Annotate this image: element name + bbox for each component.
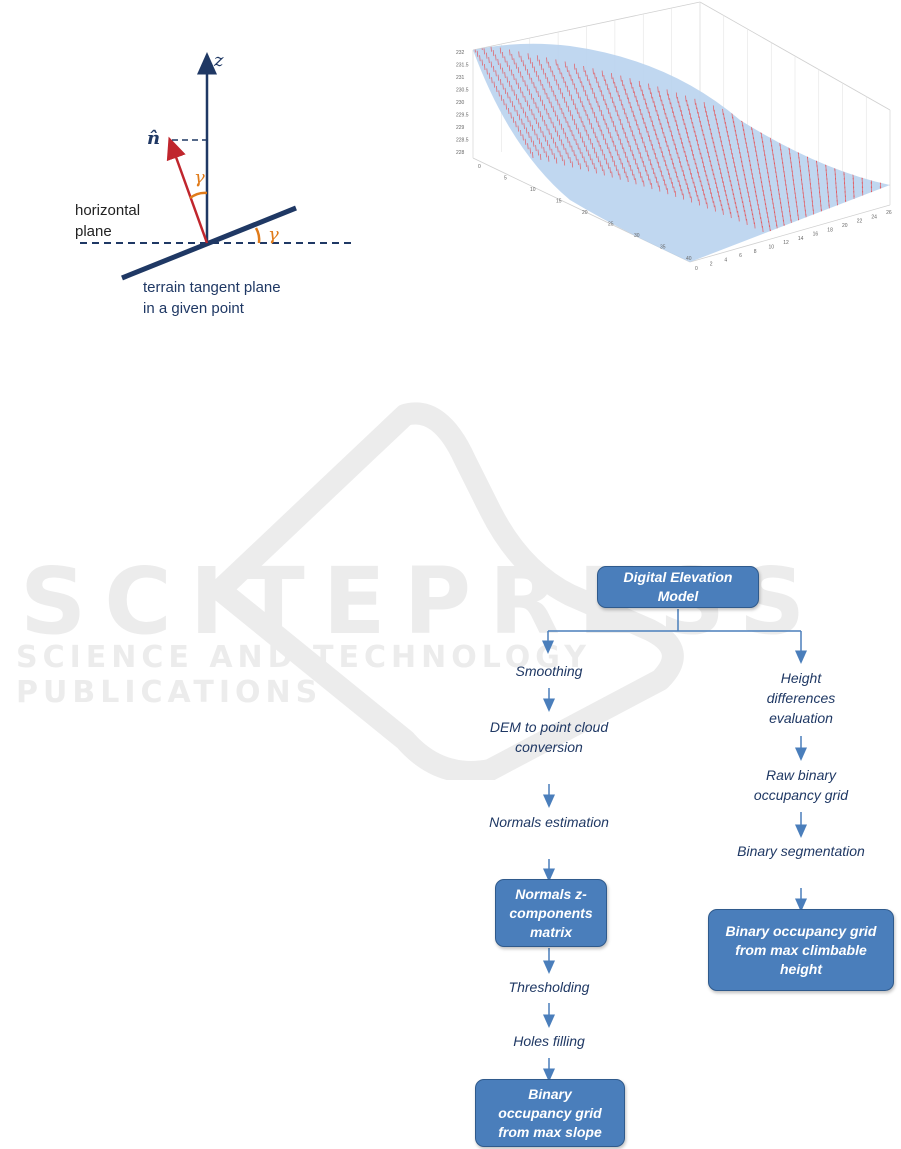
x-tick-label: 4: [724, 257, 727, 263]
x-tick-label: 6: [739, 253, 742, 259]
slope-angle-diagram: [80, 52, 355, 281]
step-normals-estimation: Normals estimation: [489, 814, 609, 830]
z-tick-label: 230.5: [456, 88, 469, 94]
z-tick-label: 229.5: [456, 113, 469, 119]
x-tick-label: 18: [827, 227, 833, 233]
x-tick-label: 22: [857, 219, 863, 225]
z-axis-label: z: [214, 50, 224, 71]
tangent-plane-label-line2: in a given point: [143, 300, 244, 317]
x-tick-label: 10: [769, 245, 775, 251]
y-tick-label: 35: [660, 245, 666, 251]
y-tick-label: 5: [504, 176, 507, 182]
z-tick-label: 230: [456, 100, 465, 106]
z-tick-label: 228: [456, 150, 465, 156]
x-tick-label: 0: [695, 266, 698, 272]
max-slope-grid-box: Binary occupancy grid from max slope: [475, 1079, 625, 1147]
horizontal-plane-label-line2: plane: [75, 223, 112, 240]
z-tick-label: 231: [456, 75, 465, 81]
tangent-plane-label-line1: terrain tangent plane: [143, 279, 281, 296]
step-height-differences: Height differences evaluation: [766, 670, 836, 726]
step-smoothing: Smoothing: [515, 663, 583, 679]
normals-z-matrix-box: Normals z-components matrix: [495, 879, 607, 947]
dem-root-box: Digital Elevation Model: [597, 566, 759, 608]
x-tick-label: 14: [798, 236, 804, 242]
z-tick-label: 228.5: [456, 138, 469, 144]
z-tick-label: 232: [456, 50, 465, 56]
normal-vector: [166, 136, 209, 244]
gamma-arc-top: [189, 191, 208, 200]
tangent-plane-line: [121, 205, 297, 281]
max-climbable-grid-box: Binary occupancy grid from max climbable…: [708, 909, 894, 991]
y-tick-label: 0: [478, 164, 481, 170]
x-tick-label: 8: [754, 249, 757, 255]
y-tick-label: 10: [530, 187, 536, 193]
x-tick-label: 12: [783, 240, 789, 246]
x-tick-label: 16: [813, 232, 819, 238]
z-tick-label: 229: [456, 125, 465, 131]
horizontal-plane-label-line1: horizontal: [75, 202, 141, 219]
gamma-label-top: γ: [194, 167, 205, 188]
step-raw-binary-grid: Raw binary occupancy grid: [753, 767, 849, 803]
step-thresholding: Thresholding: [508, 979, 590, 995]
step-binary-segmentation: Binary segmentation: [737, 843, 865, 859]
x-tick-label: 2: [710, 262, 713, 268]
y-tick-label: 25: [608, 222, 614, 228]
watermark-subtitle: SCIENCE AND TECHNOLOGY PUBLICATIONS: [16, 640, 591, 710]
gamma-arc-right: [254, 227, 261, 244]
step-dem-to-point-cloud: DEM to point cloud conversion: [489, 719, 609, 755]
y-tick-label: 15: [556, 199, 562, 205]
terrain-surface: [473, 43, 890, 262]
normal-label: n̂: [147, 128, 161, 149]
watermark-book-logo: [209, 402, 684, 780]
y-tick-label: 20: [582, 210, 588, 216]
y-tick-label: 40: [686, 256, 692, 262]
z-tick-label: 231.5: [456, 63, 469, 69]
y-tick-label: 30: [634, 233, 640, 239]
x-tick-label: 20: [842, 223, 848, 229]
x-tick-label: 26: [886, 210, 892, 216]
x-tick-label: 24: [871, 214, 877, 220]
gamma-label-right: γ: [268, 224, 279, 245]
step-holes-filling: Holes filling: [513, 1033, 585, 1049]
